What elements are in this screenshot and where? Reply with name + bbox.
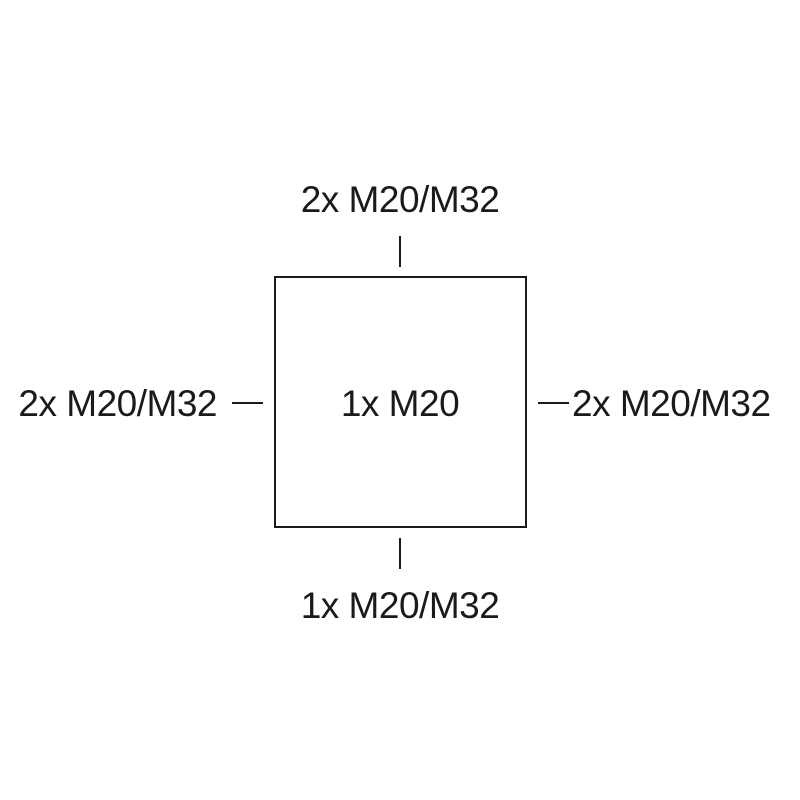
- left-connector-line: [232, 402, 263, 404]
- top-connector-line: [399, 236, 401, 267]
- enclosure-box: [274, 276, 527, 528]
- right-entry-label: 2x M20/M32: [572, 383, 771, 424]
- right-connector-line: [538, 402, 569, 404]
- center-label: 1x M20: [340, 383, 460, 424]
- bottom-entry-label: 1x M20/M32: [300, 585, 500, 626]
- bottom-connector-line: [399, 538, 401, 569]
- left-entry-label: 2x M20/M32: [18, 383, 217, 424]
- top-entry-label: 2x M20/M32: [300, 179, 500, 220]
